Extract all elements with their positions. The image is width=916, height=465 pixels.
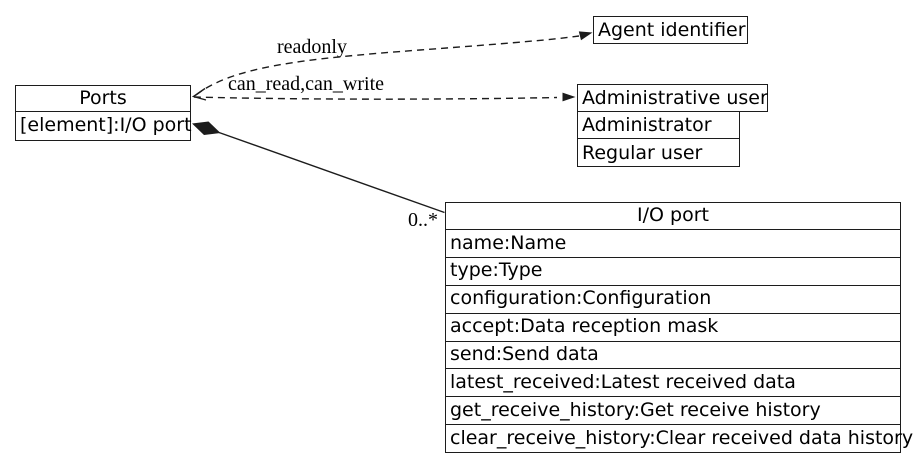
node-ports-attribute: [element]:I/O port	[16, 111, 192, 140]
node-io-port-attribute: latest_received:Latest received data	[446, 368, 900, 396]
node-agent-identifier: Agent identifier	[593, 16, 748, 44]
node-io-port-attribute: get_receive_history:Get receive history	[446, 396, 900, 424]
arrowhead-at-ports-icon	[191, 87, 207, 101]
node-io-port-attribute: accept:Data reception mask	[446, 312, 900, 341]
node-administrative-user-value: Administrator	[577, 110, 740, 140]
edge-can-read-write	[193, 96, 558, 100]
node-administrative-user-title: Administrative user	[577, 84, 768, 112]
node-ports: Ports [element]:I/O port	[15, 85, 192, 141]
node-io-port-attribute: configuration:Configuration	[446, 284, 900, 313]
node-io-port-title: I/O port	[637, 204, 709, 227]
multiplicity-label: 0..*	[408, 209, 438, 231]
node-ports-title: Ports	[79, 86, 127, 109]
node-io-port-attribute: type:Type	[446, 256, 900, 285]
node-io-port-attribute: clear_receive_history:Clear received dat…	[446, 424, 913, 452]
edge-label-can-read-write: can_read,can_write	[228, 73, 385, 95]
edge-label-readonly: readonly	[277, 36, 347, 58]
node-io-port: I/O port name:Name type:Type configurati…	[445, 202, 913, 453]
node-administrative-user-value: Regular user	[577, 138, 740, 167]
edge-readonly	[195, 35, 580, 96]
node-io-port-attribute: name:Name	[446, 229, 900, 257]
arrowhead-readonly-icon	[578, 31, 593, 41]
node-io-port-attribute: send:Send data	[446, 340, 900, 369]
arrowhead-can-read-write-icon	[562, 92, 576, 102]
composition-diamond-icon	[192, 121, 221, 135]
edge-composition	[218, 131, 445, 214]
